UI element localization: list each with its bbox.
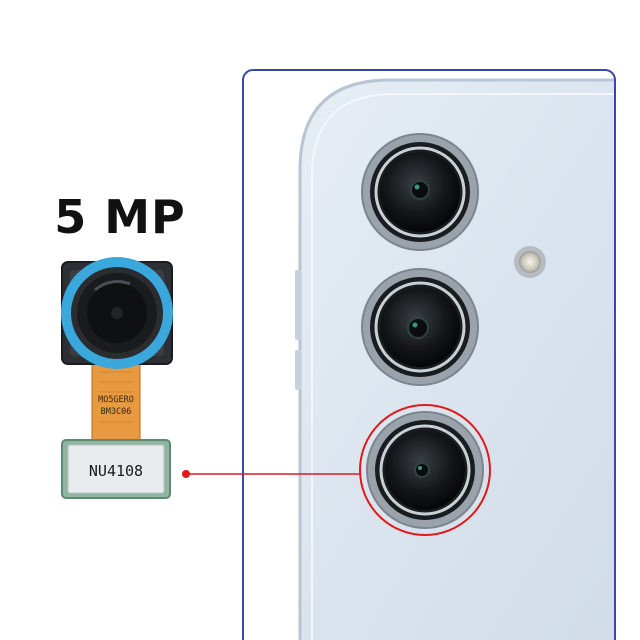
module-marking-line2: BM3C06 xyxy=(101,407,132,417)
camera-lens-icon xyxy=(361,133,479,251)
side-button xyxy=(295,350,301,390)
highlight-ring xyxy=(359,404,491,536)
resolution-label: 5 MP xyxy=(54,190,186,244)
sticker-code: NU4108 xyxy=(89,462,143,480)
side-button xyxy=(295,270,301,340)
pointer-line-icon xyxy=(182,470,360,478)
phone-frame xyxy=(242,69,616,640)
flash-led-icon xyxy=(514,246,546,278)
camera-module-icon: MO5GERO BM3C06 NU4108 xyxy=(61,257,173,499)
camera-lens-icon xyxy=(366,411,484,529)
camera-lens-icon xyxy=(361,268,479,386)
module-marking-line1: MO5GERO xyxy=(98,395,134,405)
frame-outline xyxy=(242,69,616,640)
